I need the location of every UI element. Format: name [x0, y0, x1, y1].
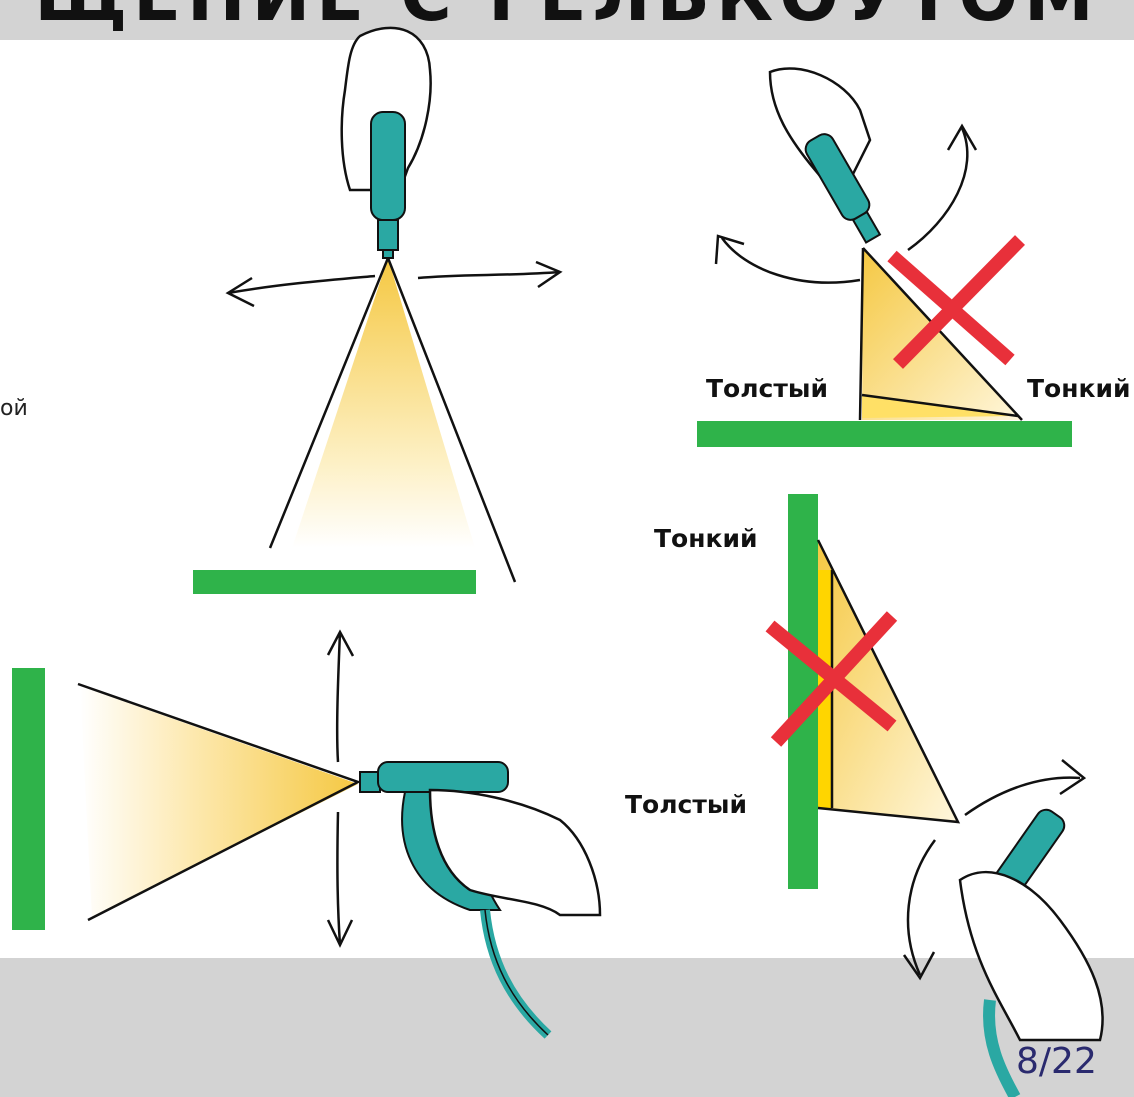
label-thin-wall: Тонкий — [654, 524, 758, 553]
spray-gun-icon — [371, 112, 405, 258]
spray-horizontal-scene — [12, 632, 600, 1035]
surface-bar — [697, 421, 1072, 447]
label-thick-floor: Толстый — [706, 374, 828, 403]
page-number: 8/22 — [1016, 1042, 1097, 1082]
spray-tilted-wall-scene — [770, 494, 1103, 1097]
label-thick-wall: Толстый — [625, 790, 747, 819]
label-thin-floor: Тонкий — [1027, 374, 1131, 403]
spray-vertical-scene — [193, 28, 560, 594]
hand-icon — [960, 872, 1103, 1040]
spray-cone — [292, 258, 475, 548]
surface-wall — [12, 668, 45, 930]
surface-bar — [193, 570, 476, 594]
